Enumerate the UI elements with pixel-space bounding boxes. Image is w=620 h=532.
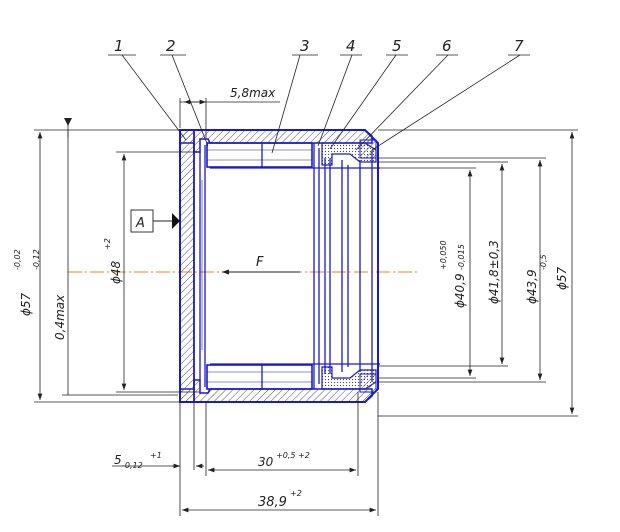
end-wall xyxy=(179,129,195,403)
bearing-body xyxy=(179,129,380,403)
svg-text:-0,12: -0,12 xyxy=(122,461,143,470)
dim-439: ϕ43,9 -0,5 xyxy=(378,157,548,383)
svg-text:ϕ57: ϕ57 xyxy=(555,266,569,290)
dim-inner-len: 30 +0,5 +2 xyxy=(208,392,359,476)
leader-5: 5 xyxy=(392,37,402,55)
dim-width-max: 5,8max xyxy=(179,86,280,138)
dim-57-right: ϕ57 xyxy=(378,129,578,417)
svg-text:-0,5: -0,5 xyxy=(539,254,548,270)
leader-4: 4 xyxy=(346,37,356,55)
dim-outer-dia-left: ϕ57 -0,02 -0,12 xyxy=(13,129,180,403)
dim-418: ϕ41,8±0,3 xyxy=(378,161,508,367)
svg-text:ϕ57: ϕ57 xyxy=(19,292,33,316)
svg-text:30: 30 xyxy=(258,455,274,469)
svg-text:0,4max: 0,4max xyxy=(53,294,67,340)
leader-7: 7 xyxy=(514,37,524,55)
datum-a: A xyxy=(130,209,180,233)
dim-total-len: 38,9 +2 xyxy=(182,392,379,516)
svg-text:ϕ43,9: ϕ43,9 xyxy=(525,269,539,304)
svg-text:-0,02: -0,02 xyxy=(13,249,22,270)
leader-3: 3 xyxy=(300,37,310,55)
svg-text:ϕ41,8±0,3: ϕ41,8±0,3 xyxy=(487,240,501,304)
svg-text:A: A xyxy=(135,216,145,231)
dim-roller-dia: ϕ40,9 +0,050 -0,015 xyxy=(378,167,476,379)
force-label: F xyxy=(256,255,264,270)
dim-flange: 5 -0,12 +1 xyxy=(112,402,207,516)
svg-text:ϕ48: ϕ48 xyxy=(109,260,123,284)
leader-1: 1 xyxy=(114,37,124,55)
svg-text:+0,5: +0,5 xyxy=(276,451,295,460)
svg-text:+2: +2 xyxy=(103,238,112,250)
svg-text:+1: +1 xyxy=(150,451,162,460)
svg-text:5,8max: 5,8max xyxy=(230,86,276,100)
leader-2: 2 xyxy=(166,37,176,55)
dim-runout: 0,4max xyxy=(53,118,178,396)
roller-bottom xyxy=(206,364,313,390)
dim-bore: ϕ48 +2 xyxy=(103,151,200,393)
svg-text:+0,050: +0,050 xyxy=(439,240,448,270)
svg-text:5: 5 xyxy=(114,453,122,467)
svg-text:38,9: 38,9 xyxy=(258,495,287,510)
svg-text:-0,12: -0,12 xyxy=(32,249,41,270)
svg-text:+2: +2 xyxy=(298,451,310,460)
svg-text:ϕ40,9: ϕ40,9 xyxy=(453,273,467,308)
roller-top xyxy=(206,142,313,168)
leader-6: 6 xyxy=(442,37,452,55)
svg-text:-0,015: -0,015 xyxy=(457,244,466,270)
svg-text:+2: +2 xyxy=(290,489,302,498)
